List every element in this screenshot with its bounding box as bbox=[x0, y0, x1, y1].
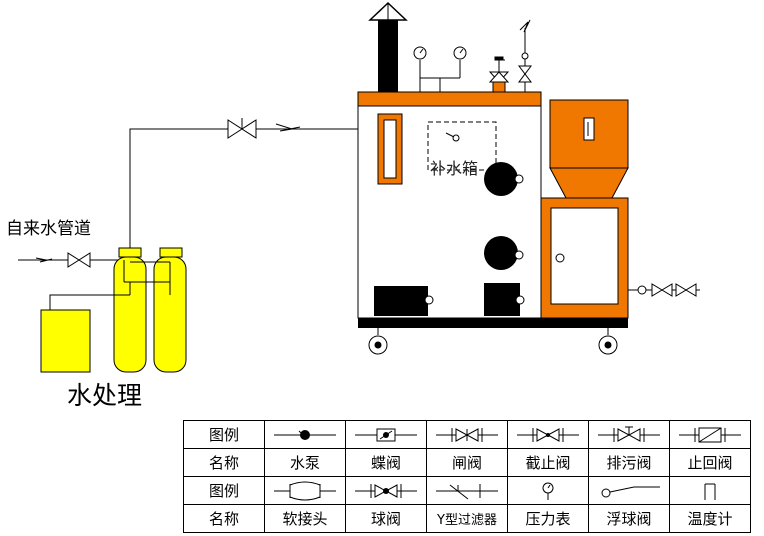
water-treatment-label: 水处理 bbox=[67, 381, 143, 410]
pump-icon bbox=[264, 420, 346, 449]
blowdown-valve-icon bbox=[588, 420, 670, 449]
legend-name: 浮球阀 bbox=[588, 504, 670, 533]
ball-valve-icon bbox=[345, 476, 427, 505]
y-strainer-icon bbox=[426, 476, 508, 505]
wheels bbox=[368, 328, 618, 355]
legend-row-header: 图例 bbox=[183, 476, 265, 505]
water-level-gauge bbox=[377, 113, 403, 185]
legend-name: 蝶阀 bbox=[345, 448, 427, 477]
fuel-hopper bbox=[549, 99, 629, 199]
butterfly-valve-icon bbox=[345, 420, 427, 449]
makeup-tank-label: 补水箱 bbox=[430, 159, 479, 178]
legend-row-header: 名称 bbox=[183, 448, 265, 477]
feed-pump-upper bbox=[484, 162, 524, 196]
makeup-water-tank bbox=[427, 121, 497, 171]
softener-piping bbox=[49, 260, 171, 310]
feed-water-pipe bbox=[129, 118, 358, 258]
flexible-joint-icon bbox=[264, 476, 346, 505]
legend-name: 止回阀 bbox=[669, 448, 751, 477]
blowdown-valves bbox=[628, 283, 700, 297]
legend-row: 图例 bbox=[183, 476, 751, 505]
inlet-label: 自来水管道 bbox=[6, 219, 91, 239]
legend-name: 闸阀 bbox=[426, 448, 508, 477]
legend-name: 排污阀 bbox=[588, 448, 670, 477]
gate-valve-icon bbox=[426, 420, 508, 449]
control-box bbox=[484, 283, 525, 316]
safety-valve-icon bbox=[488, 56, 510, 93]
feed-pump-lower bbox=[484, 236, 524, 270]
check-valve-icon bbox=[669, 420, 751, 449]
globe-valve-icon bbox=[507, 420, 589, 449]
softener-tank-right bbox=[153, 247, 187, 373]
steam-outlet-valve-icon bbox=[518, 19, 532, 92]
legend-row-header: 名称 bbox=[183, 504, 265, 533]
legend-row: 图例 bbox=[183, 420, 751, 449]
legend-name: 截止阀 bbox=[507, 448, 589, 477]
brine-tank bbox=[40, 309, 91, 373]
top-gauges bbox=[413, 46, 467, 92]
legend-name: 压力表 bbox=[507, 504, 589, 533]
float-valve-icon bbox=[588, 476, 670, 505]
legend-name: 温度计 bbox=[669, 504, 751, 533]
legend-row: 名称水泵蝶阀闸阀截止阀排污阀止回阀 bbox=[183, 448, 751, 477]
softener-tank-left bbox=[113, 247, 147, 373]
legend-name: 水泵 bbox=[264, 448, 346, 477]
legend-name: 软接头 bbox=[264, 504, 346, 533]
thermometer-icon bbox=[669, 476, 751, 505]
combustion-cabinet bbox=[540, 197, 629, 319]
legend-row-header: 图例 bbox=[183, 420, 265, 449]
inlet-pipe bbox=[18, 252, 124, 268]
legend-name: 球阀 bbox=[345, 504, 427, 533]
legend-name: Y型过滤器 bbox=[426, 504, 508, 533]
chimney bbox=[368, 1, 408, 92]
pressure-gauge-icon bbox=[507, 476, 589, 505]
burner-box bbox=[374, 286, 434, 316]
